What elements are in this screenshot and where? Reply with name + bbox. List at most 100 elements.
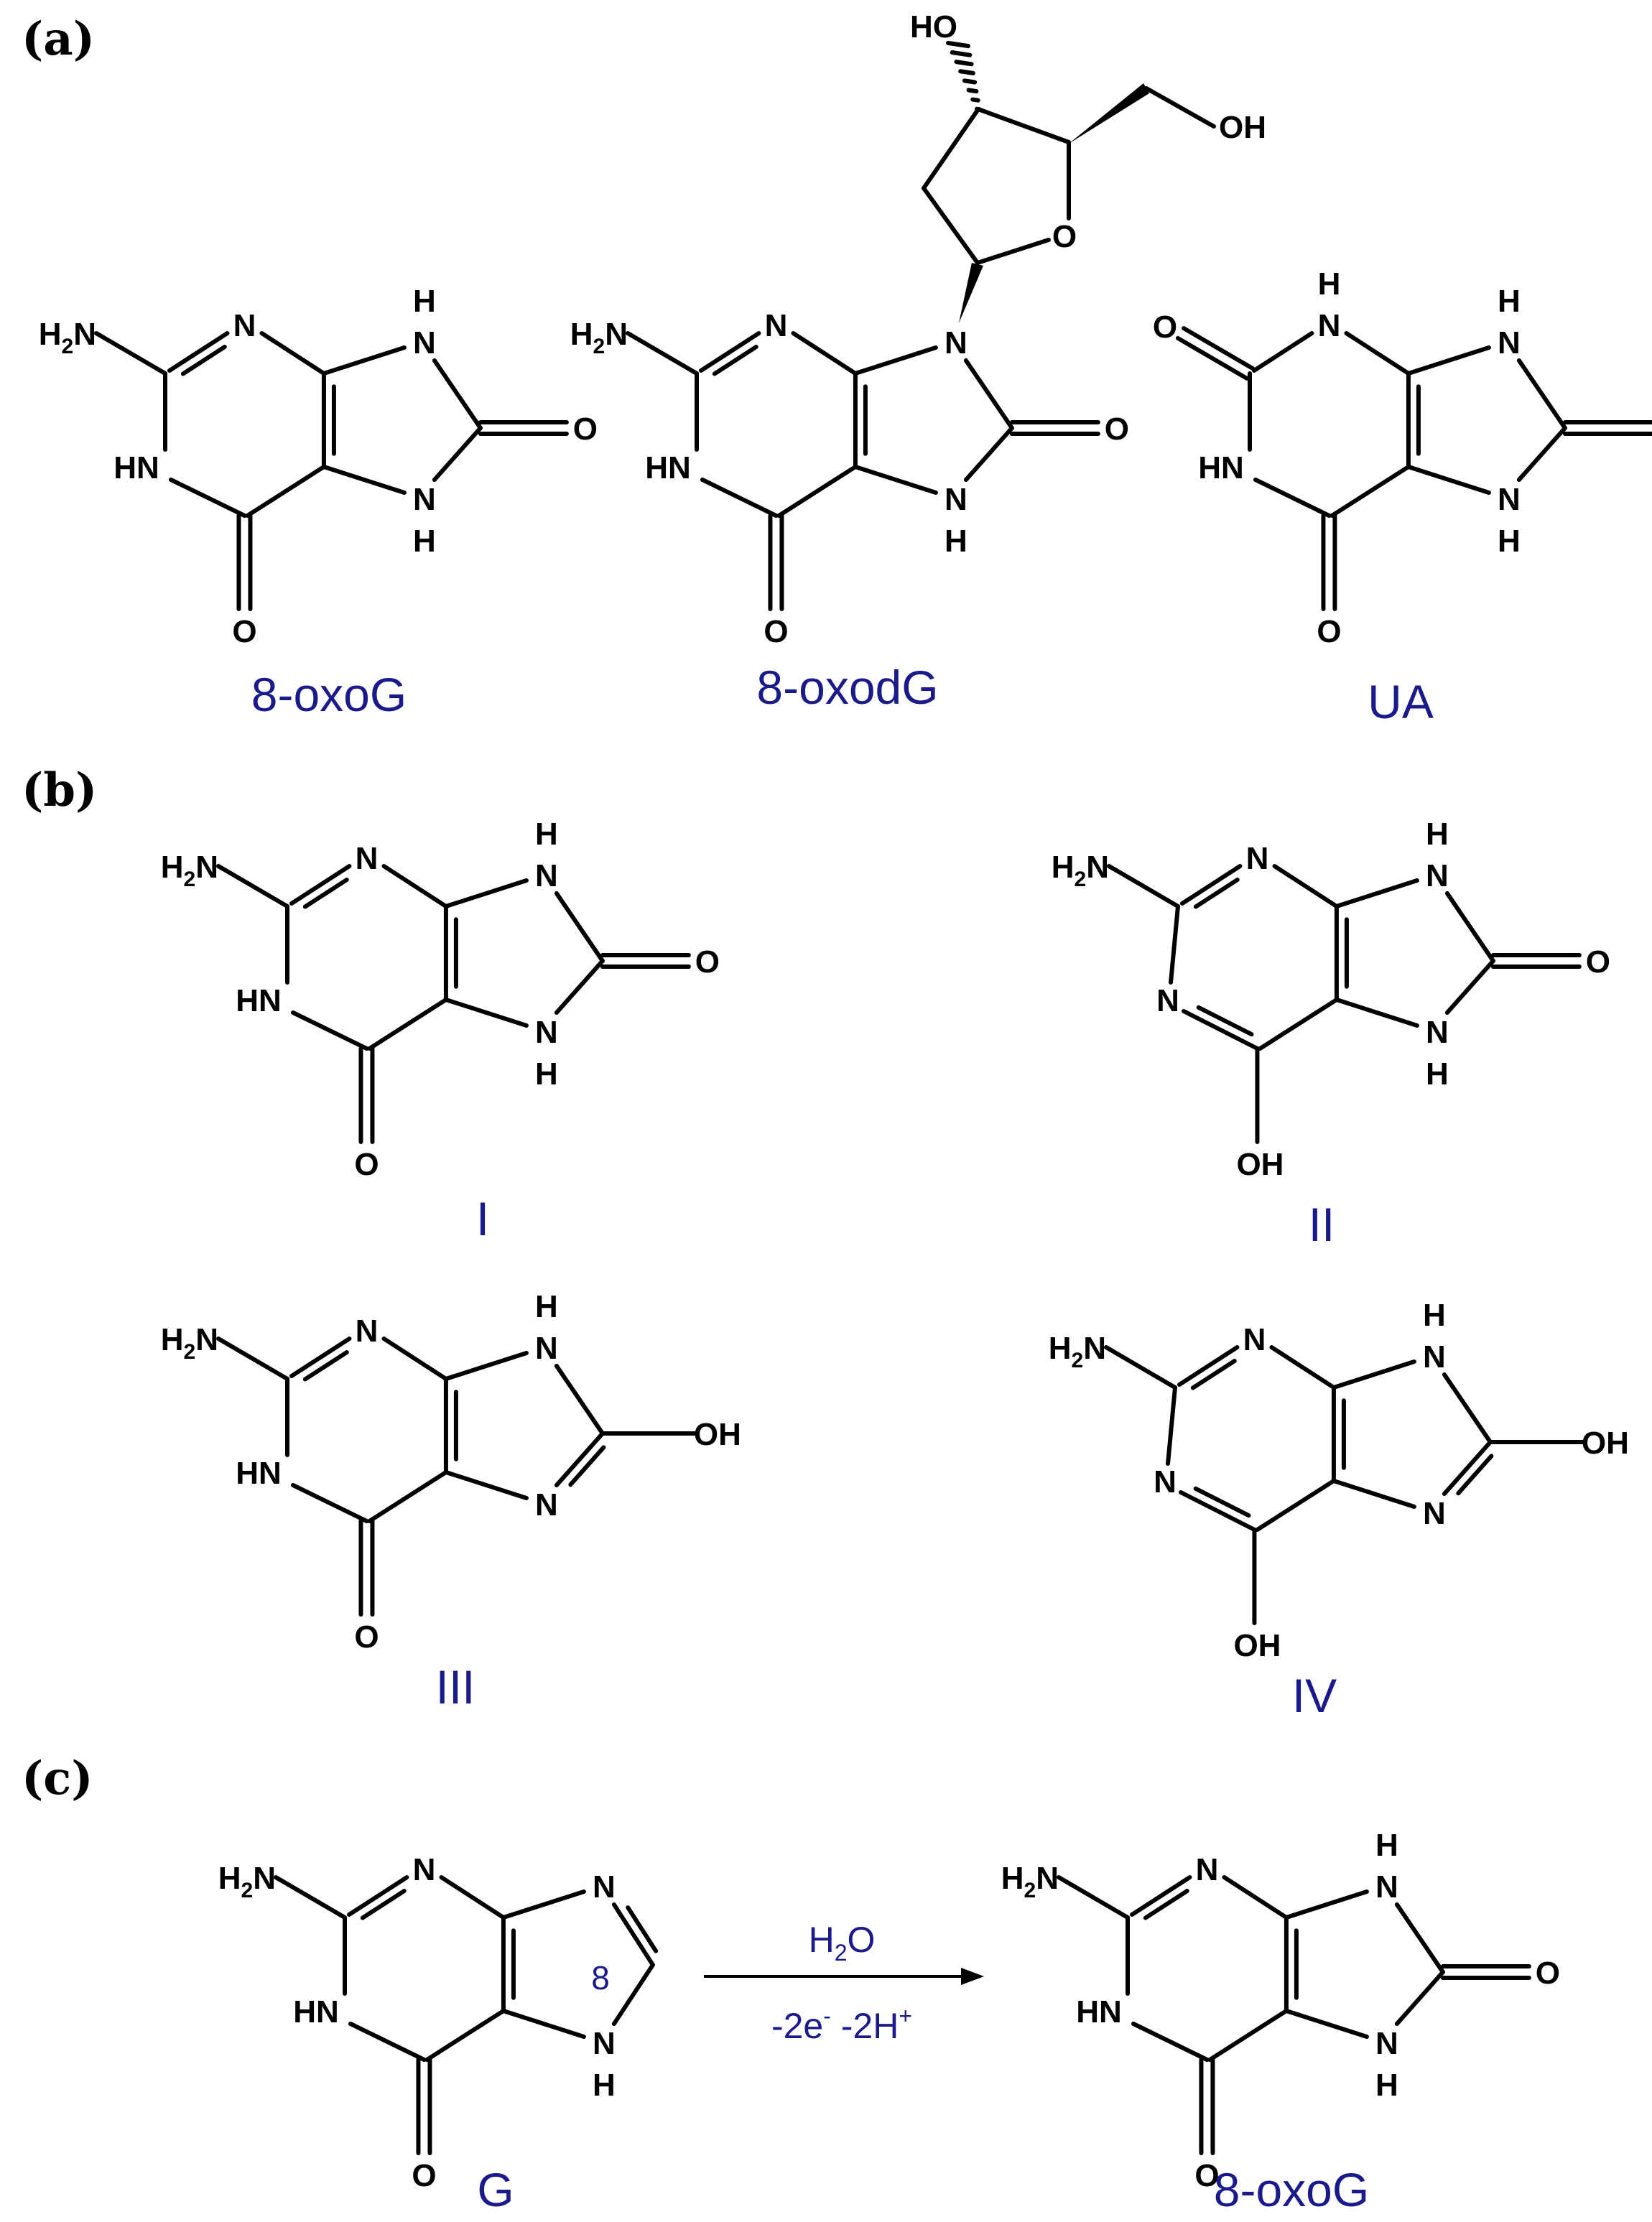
- caption-ua: UA: [1368, 675, 1434, 728]
- atom-o6: O: [354, 1619, 379, 1655]
- atom-n3: N: [413, 1852, 436, 1887]
- atom-amine: H2N: [1001, 1861, 1059, 1902]
- atom-n3: N: [1318, 308, 1341, 343]
- atom-o2: O: [1153, 310, 1177, 345]
- atom-o6h: OH: [1233, 1628, 1281, 1663]
- atom-h9: H: [1498, 284, 1521, 319]
- atom-h7: H: [1498, 524, 1521, 559]
- atom-h7: H: [413, 524, 436, 559]
- caption-8-oxog: 8-oxoG: [251, 668, 407, 721]
- atom-h9: H: [1426, 817, 1449, 852]
- molecule-layer: NHNOH2NNHNHONHNOH2NNNHONHHNOONHNHOOOHHON…: [39, 9, 1652, 2193]
- atom-h7: H: [1426, 1056, 1449, 1092]
- atom-n3: N: [1243, 1322, 1266, 1357]
- atom-o8h: OH: [694, 1417, 741, 1452]
- atom-amine: H2N: [1052, 850, 1109, 891]
- atom-n3: N: [233, 308, 256, 343]
- atom-o6: O: [232, 614, 256, 649]
- atom-h9: H: [593, 2068, 616, 2103]
- atom-n9: N: [1498, 325, 1521, 361]
- caption-8-oxog-product: 8-oxoG: [1214, 2163, 1369, 2216]
- atom-amine: H2N: [161, 1322, 218, 1364]
- atom-n3: N: [1196, 1852, 1219, 1887]
- caption-guanine: G: [477, 2163, 514, 2216]
- atom-o5prime-h: OH: [1219, 110, 1266, 145]
- panel-label-c: (c): [22, 1752, 93, 1805]
- position-8-label: 8: [591, 1959, 610, 1996]
- caption-tautomer-iv: IV: [1292, 1669, 1337, 1722]
- atom-amine: H2N: [218, 1861, 276, 1902]
- atom-n3: N: [356, 841, 379, 876]
- atom-h9: H: [535, 817, 558, 852]
- atom-o6: O: [354, 1147, 379, 1182]
- atom-o8: O: [573, 412, 598, 447]
- reaction-conditions: -2e- -2H+: [771, 2003, 912, 2046]
- atom-n9: N: [945, 325, 967, 361]
- atom-n7: N: [1498, 482, 1521, 517]
- atom-n1h: HN: [113, 450, 159, 485]
- reaction-reagent: H2O: [809, 1920, 876, 1966]
- atom-n7: N: [535, 1015, 558, 1050]
- atom-n7: N: [1423, 1496, 1446, 1531]
- atom-n9: N: [1375, 1869, 1398, 1905]
- atom-amine: H2N: [39, 317, 96, 358]
- caption-tautomer-ii: II: [1309, 1198, 1335, 1251]
- atom-n3: N: [1246, 841, 1269, 876]
- atom-h3: H: [1318, 266, 1341, 302]
- atom-n7: N: [593, 1869, 616, 1905]
- atom-n1h: HN: [1076, 1994, 1122, 2030]
- atom-h9: H: [1375, 1828, 1398, 1863]
- atom-n9: N: [535, 858, 558, 893]
- panel-label-a: (a): [22, 12, 95, 66]
- atom-amine: H2N: [1049, 1331, 1106, 1372]
- atom-n9: N: [535, 1331, 558, 1366]
- atom-o6: O: [1317, 614, 1341, 649]
- panel-label-b: (b): [22, 763, 97, 817]
- atom-o8: O: [1105, 412, 1129, 447]
- reaction-arrow: [704, 1968, 984, 1985]
- atom-amine: H2N: [161, 850, 218, 891]
- atom-o6: O: [412, 2158, 436, 2193]
- atom-n1h: HN: [293, 1994, 339, 2030]
- atom-n9: N: [593, 2026, 616, 2061]
- atom-h7: H: [535, 1056, 558, 1092]
- atom-n7: N: [535, 1487, 558, 1523]
- atom-n1h: HN: [236, 983, 282, 1018]
- caption-tautomer-i: I: [476, 1192, 489, 1245]
- atom-o4prime: O: [1052, 219, 1077, 254]
- atom-n7: N: [1426, 1015, 1449, 1050]
- atom-n7: N: [945, 482, 967, 517]
- atom-amine: H2N: [570, 317, 628, 358]
- atom-n9: N: [1423, 1339, 1446, 1375]
- atom-o8: O: [1586, 944, 1610, 980]
- atom-n7: N: [413, 482, 436, 517]
- atom-o8: O: [695, 944, 720, 980]
- caption-8-oxodg: 8-oxodG: [756, 661, 938, 714]
- atom-o8h: OH: [1582, 1426, 1629, 1461]
- atom-o8: O: [1536, 1956, 1560, 1991]
- atom-n3: N: [765, 308, 788, 343]
- atom-n3: N: [356, 1314, 379, 1349]
- atom-h7: H: [1375, 2068, 1398, 2103]
- atom-h9: H: [535, 1289, 558, 1324]
- atom-n1h: HN: [645, 450, 691, 485]
- atom-o6: O: [1194, 2158, 1219, 2193]
- atom-n1: N: [1154, 1464, 1177, 1500]
- atom-o6: O: [764, 614, 788, 649]
- atom-n7: N: [1375, 2026, 1398, 2061]
- atom-n1h: HN: [236, 1456, 282, 1491]
- atom-n9: N: [1426, 858, 1449, 893]
- atom-h9: H: [1423, 1298, 1446, 1333]
- atom-n9: N: [413, 325, 436, 361]
